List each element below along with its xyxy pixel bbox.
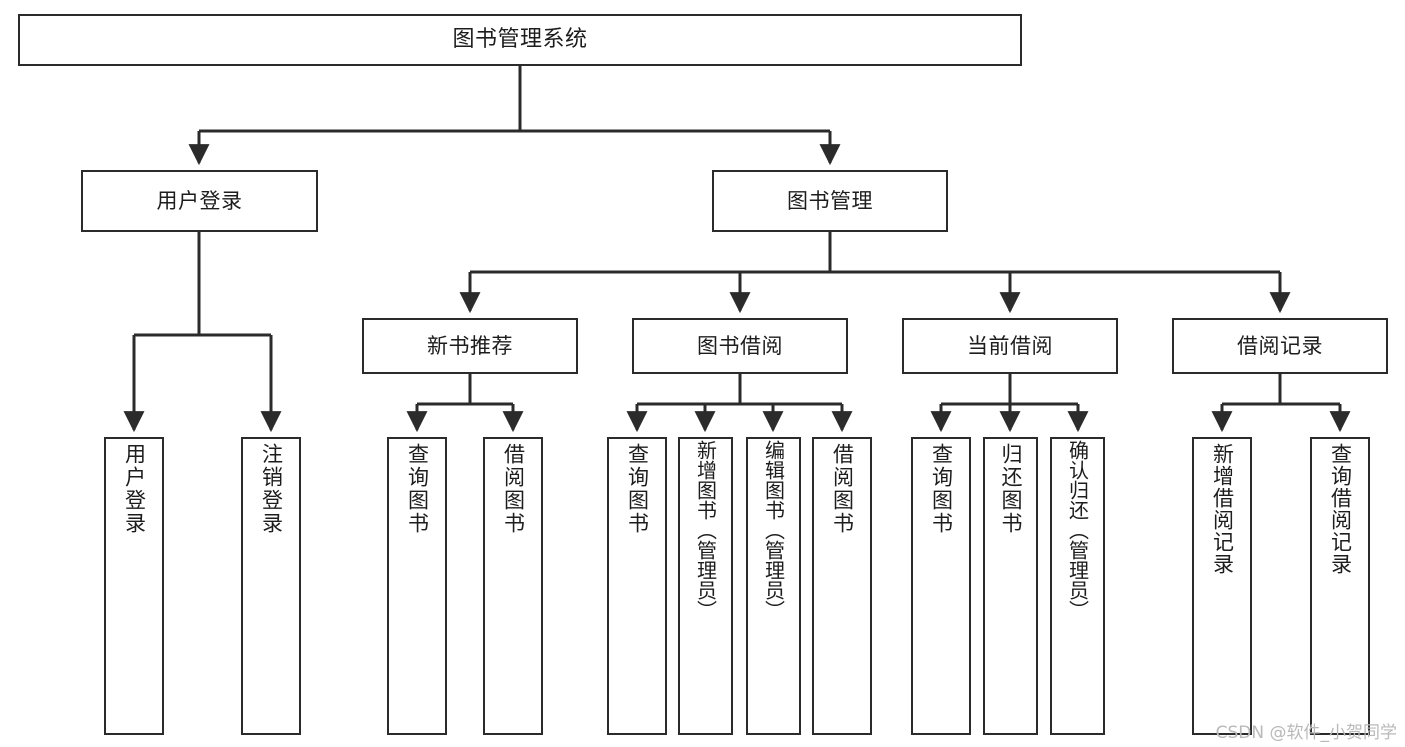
node-book-borrow-label: 图书借阅 xyxy=(697,333,783,358)
node-root[interactable]: 图书管理系统 xyxy=(18,14,1022,66)
leaf-edit-book-label: 编辑图书（管理员） xyxy=(761,440,786,620)
node-book-borrow[interactable]: 图书借阅 xyxy=(632,318,848,374)
leaf-query-book-2[interactable]: 查询图书 xyxy=(607,437,667,735)
leaf-query-record[interactable]: 查询借阅记录 xyxy=(1310,437,1370,735)
leaf-add-book-label: 新增图书（管理员） xyxy=(693,440,718,620)
leaf-return-book-label: 归还图书 xyxy=(999,443,1023,535)
leaf-logout-login-label: 注销登录 xyxy=(259,443,284,535)
node-borrow-record-label: 借阅记录 xyxy=(1237,333,1323,358)
leaf-add-record[interactable]: 新增借阅记录 xyxy=(1192,437,1252,735)
node-user-login-label: 用户登录 xyxy=(156,188,243,213)
leaf-borrow-book-1-label: 借阅图书 xyxy=(501,443,526,535)
leaf-edit-book[interactable]: 编辑图书（管理员） xyxy=(746,437,801,735)
leaf-borrow-book-1[interactable]: 借阅图书 xyxy=(483,437,543,735)
leaf-query-book-1-label: 查询图书 xyxy=(405,443,430,535)
leaf-query-record-label: 查询借阅记录 xyxy=(1328,443,1353,575)
leaf-query-book-1[interactable]: 查询图书 xyxy=(387,437,447,735)
node-book-manage[interactable]: 图书管理 xyxy=(712,170,948,232)
node-new-book-recommend-label: 新书推荐 xyxy=(427,333,513,358)
leaf-add-book[interactable]: 新增图书（管理员） xyxy=(678,437,733,735)
node-new-book-recommend[interactable]: 新书推荐 xyxy=(362,318,578,374)
leaf-borrow-book-2-label: 借阅图书 xyxy=(830,443,855,535)
leaf-user-login[interactable]: 用户登录 xyxy=(104,437,164,735)
leaf-query-book-2-label: 查询图书 xyxy=(625,443,650,535)
node-current-borrow-label: 当前借阅 xyxy=(967,333,1053,358)
leaf-user-login-label: 用户登录 xyxy=(122,443,147,535)
leaf-query-book-3-label: 查询图书 xyxy=(929,443,954,535)
node-book-manage-label: 图书管理 xyxy=(787,188,873,213)
node-borrow-record[interactable]: 借阅记录 xyxy=(1172,318,1388,374)
leaf-borrow-book-2[interactable]: 借阅图书 xyxy=(812,437,872,735)
leaf-query-book-3[interactable]: 查询图书 xyxy=(911,437,971,735)
node-user-login[interactable]: 用户登录 xyxy=(81,170,318,232)
node-root-label: 图书管理系统 xyxy=(452,27,588,53)
leaf-confirm-return-label: 确认归还（管理员） xyxy=(1065,440,1090,620)
leaf-confirm-return[interactable]: 确认归还（管理员） xyxy=(1050,437,1105,735)
leaf-return-book[interactable]: 归还图书 xyxy=(983,437,1038,735)
leaf-add-record-label: 新增借阅记录 xyxy=(1210,443,1235,575)
leaf-logout-login[interactable]: 注销登录 xyxy=(241,437,301,735)
node-current-borrow[interactable]: 当前借阅 xyxy=(902,318,1118,374)
